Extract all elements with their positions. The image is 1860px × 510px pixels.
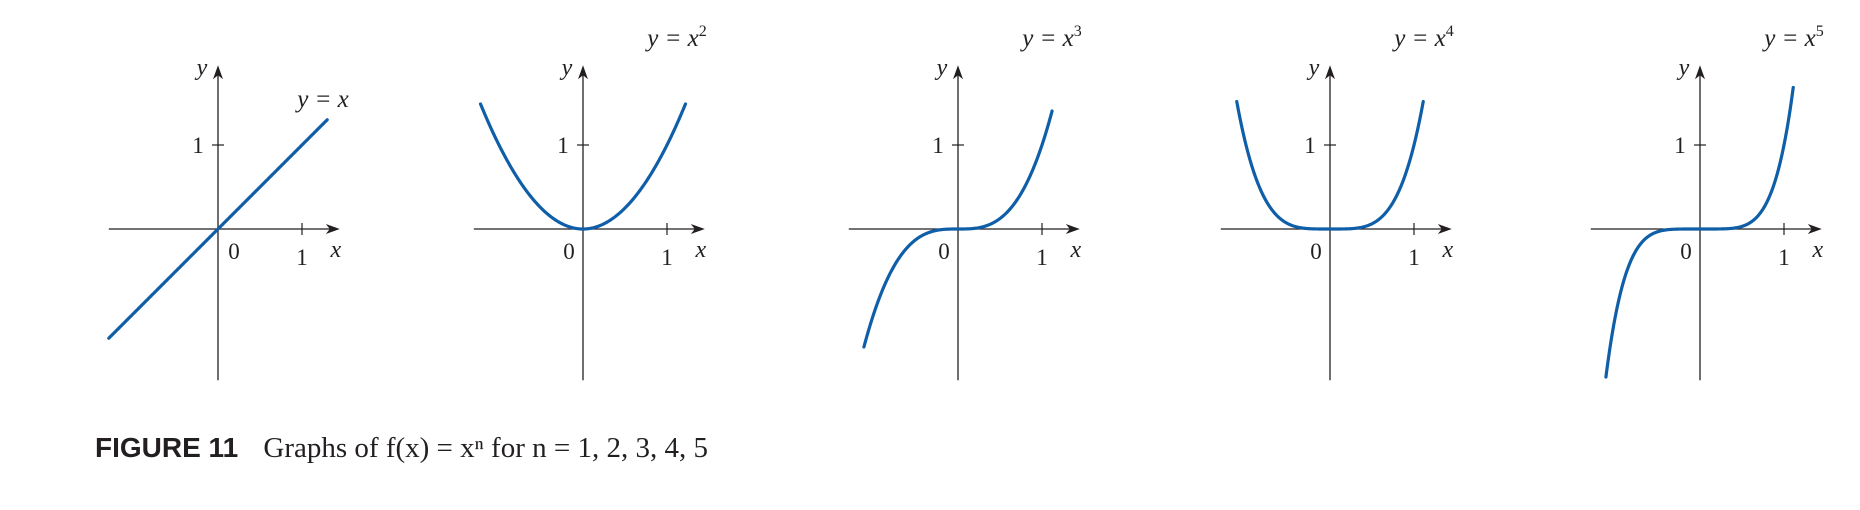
y-tick-label: 1 bbox=[192, 133, 204, 158]
y-tick-label: 1 bbox=[1674, 133, 1686, 158]
x-axis-label: x bbox=[694, 237, 706, 263]
x-tick-label: 1 bbox=[1408, 245, 1420, 270]
x-axis-arrow bbox=[690, 224, 705, 234]
y-axis-label: y bbox=[1677, 55, 1690, 81]
panel-5: x y 0 1 1 y = x5 bbox=[1590, 23, 1824, 381]
x-tick-label: 1 bbox=[1778, 245, 1790, 270]
curve-label: y = x bbox=[294, 86, 349, 113]
power-function-graphs: x y 0 1 1 y = x x y 0 1 1 y = x2 x y 0 1 1 y = x3 x y 0 1 1 y =… bbox=[107, 23, 1824, 381]
x-axis-arrow bbox=[325, 224, 340, 234]
curve-label: y = x5 bbox=[1761, 23, 1824, 52]
x-axis-label: x bbox=[329, 237, 341, 263]
y-axis-arrow bbox=[1695, 65, 1705, 80]
x-tick-label-0: 0 bbox=[563, 239, 575, 264]
y-axis-arrow bbox=[578, 65, 588, 80]
x-axis-arrow bbox=[1437, 224, 1452, 234]
curve-1 bbox=[107, 118, 329, 340]
y-tick-label: 1 bbox=[932, 133, 944, 158]
x-axis-label: x bbox=[1811, 237, 1823, 263]
figure-label: FIGURE 11 bbox=[95, 432, 239, 463]
y-axis-label: y bbox=[935, 55, 948, 81]
y-axis-arrow bbox=[213, 65, 223, 80]
x-tick-label: 1 bbox=[1036, 245, 1048, 270]
panel-1: x y 0 1 1 y = x bbox=[107, 55, 349, 381]
curve-label: y = x3 bbox=[1019, 23, 1082, 52]
x-axis-label: x bbox=[1441, 237, 1453, 263]
y-axis-arrow bbox=[953, 65, 963, 80]
x-axis-arrow bbox=[1807, 224, 1822, 234]
curve-label: y = x2 bbox=[644, 23, 707, 52]
panel-4: x y 0 1 1 y = x4 bbox=[1220, 23, 1454, 381]
y-axis-arrow bbox=[1325, 65, 1335, 80]
x-axis-arrow bbox=[1065, 224, 1080, 234]
caption-text: Graphs of f(x) = xⁿ for n = 1, 2, 3, 4, … bbox=[263, 432, 708, 464]
x-tick-label-0: 0 bbox=[938, 239, 950, 264]
y-axis-label: y bbox=[195, 55, 208, 81]
curve-5 bbox=[1604, 85, 1795, 379]
x-tick-label: 1 bbox=[296, 245, 308, 270]
y-axis-label: y bbox=[1307, 55, 1320, 81]
curve-3 bbox=[862, 109, 1054, 349]
panel-2: x y 0 1 1 y = x2 bbox=[473, 23, 707, 381]
x-axis-label: x bbox=[1069, 237, 1081, 263]
x-tick-label-0: 0 bbox=[1680, 239, 1692, 264]
y-axis-label: y bbox=[560, 55, 573, 81]
curve-2 bbox=[478, 102, 688, 231]
y-tick-label: 1 bbox=[1304, 133, 1316, 158]
x-tick-label-0: 0 bbox=[228, 239, 240, 264]
panel-3: x y 0 1 1 y = x3 bbox=[848, 23, 1082, 381]
x-tick-label: 1 bbox=[661, 245, 673, 270]
curve-label: y = x4 bbox=[1391, 23, 1454, 52]
x-tick-label-0: 0 bbox=[1310, 239, 1322, 264]
y-tick-label: 1 bbox=[557, 133, 569, 158]
figure-caption: FIGURE 11 Graphs of f(x) = xⁿ for n = 1,… bbox=[95, 432, 708, 476]
curve-4 bbox=[1235, 99, 1425, 231]
